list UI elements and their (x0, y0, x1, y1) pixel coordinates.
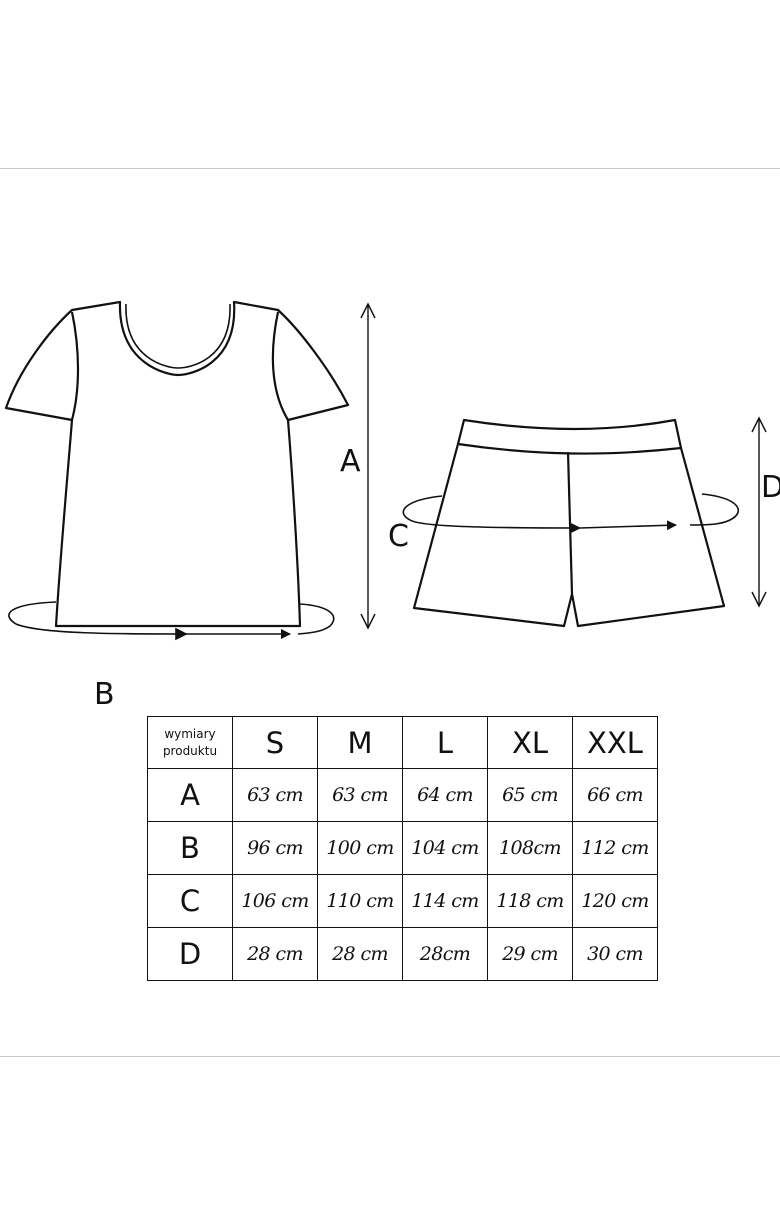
bottom-divider (0, 1056, 780, 1057)
corner-line-2: produktu (162, 743, 218, 758)
label-c: C (388, 519, 409, 554)
table-corner-label: wymiary produktu (147, 716, 233, 769)
table-cell: 100 cm (317, 821, 403, 875)
size-header-xxl: XXL (572, 716, 658, 769)
row-label-d: D (147, 927, 233, 981)
table-cell: 28 cm (317, 927, 403, 981)
label-b: B (94, 677, 115, 712)
table-row: C 106 cm 110 cm 114 cm 118 cm 120 cm (147, 874, 658, 928)
table-cell: 63 cm (317, 768, 403, 822)
circumference-arrow-b (8, 601, 335, 641)
row-label-a: A (147, 768, 233, 822)
table-cell: 63 cm (232, 768, 318, 822)
tshirt-outline (4, 300, 350, 628)
label-a: A (340, 444, 361, 479)
size-header-m: M (317, 716, 403, 769)
table-cell: 112 cm (572, 821, 658, 875)
table-cell: 65 cm (487, 768, 573, 822)
table-cell: 96 cm (232, 821, 318, 875)
table-cell: 64 cm (402, 768, 488, 822)
row-label-b: B (147, 821, 233, 875)
label-d: D (761, 470, 780, 505)
table-cell: 120 cm (572, 874, 658, 928)
circumference-arrow-c (402, 493, 740, 533)
size-header-s: S (232, 716, 318, 769)
table-cell: 118 cm (487, 874, 573, 928)
table-cell: 110 cm (317, 874, 403, 928)
length-arrow-a (360, 302, 376, 630)
corner-line-1: wymiary (164, 726, 216, 741)
table-row: B 96 cm 100 cm 104 cm 108cm 112 cm (147, 821, 658, 875)
table-cell: 30 cm (572, 927, 658, 981)
shorts-outline (412, 418, 726, 628)
table-cell: 29 cm (487, 927, 573, 981)
size-header-row: wymiary produktu S M L XL XXL (147, 716, 658, 769)
length-arrow-d (751, 416, 767, 608)
size-header-xl: XL (487, 716, 573, 769)
table-cell: 104 cm (402, 821, 488, 875)
table-cell: 114 cm (402, 874, 488, 928)
table-row: D 28 cm 28 cm 28cm 29 cm 30 cm (147, 927, 658, 981)
table-cell: 28 cm (232, 927, 318, 981)
top-divider (0, 168, 780, 169)
row-label-c: C (147, 874, 233, 928)
table-row: A 63 cm 63 cm 64 cm 65 cm 66 cm (147, 768, 658, 822)
table-cell: 66 cm (572, 768, 658, 822)
table-cell: 108cm (487, 821, 573, 875)
size-header-l: L (402, 716, 488, 769)
table-cell: 28cm (402, 927, 488, 981)
size-table: wymiary produktu S M L XL XXL A 63 cm 63… (147, 716, 658, 981)
table-cell: 106 cm (232, 874, 318, 928)
